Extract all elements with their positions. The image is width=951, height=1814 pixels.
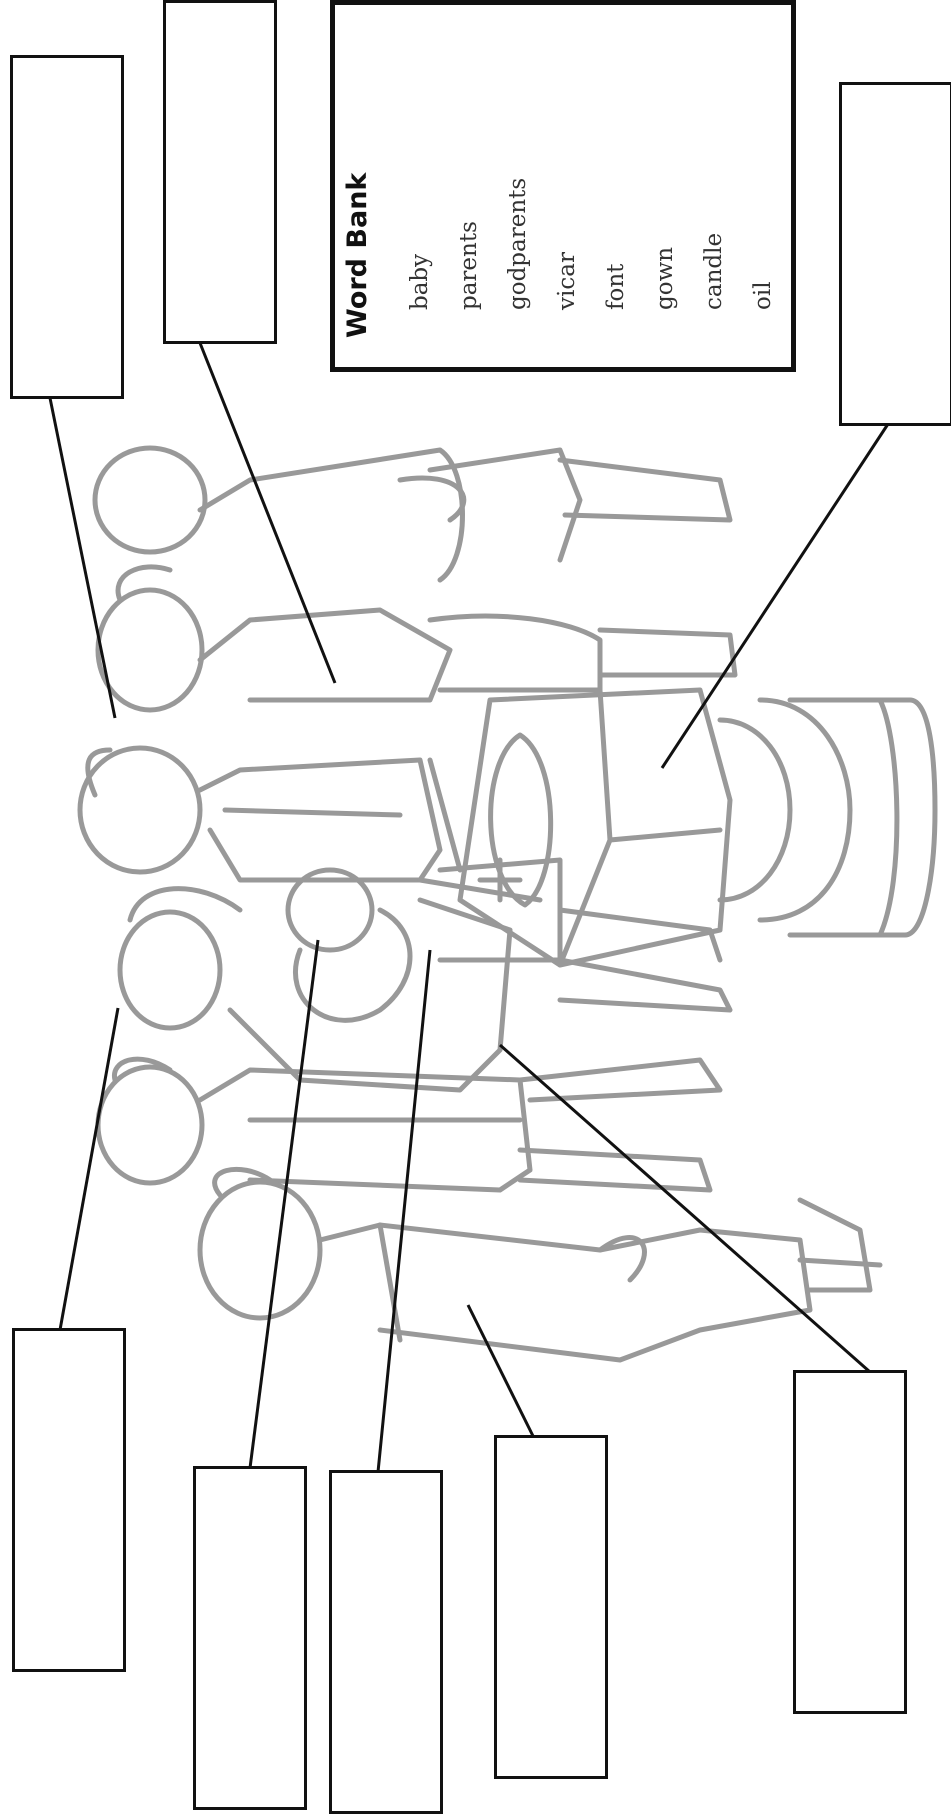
pointer-line-2: [200, 343, 335, 683]
word-item: gown: [641, 0, 690, 372]
label-box-4[interactable]: [12, 1328, 126, 1672]
mother-baby-figure: [120, 860, 730, 1090]
godparent-girls-figures: [95, 448, 735, 710]
label-box-6[interactable]: [329, 1470, 443, 1814]
label-box-3[interactable]: [839, 82, 951, 426]
label-box-7[interactable]: [494, 1435, 608, 1779]
word-item: candle: [690, 0, 739, 372]
label-box-5[interactable]: [193, 1466, 307, 1810]
word-bank: Word Bank baby parents godparents vicar …: [330, 0, 796, 372]
vicar-figure: [200, 1169, 880, 1360]
pointer-line-5: [250, 940, 318, 1468]
word-item: parents: [445, 0, 494, 372]
word-item: vicar: [543, 0, 592, 372]
word-item: godparents: [494, 0, 543, 372]
word-bank-list: baby parents godparents vicar font gown …: [396, 0, 788, 372]
label-box-8[interactable]: [793, 1370, 907, 1714]
word-bank-title: Word Bank: [342, 173, 373, 338]
word-item: baby: [396, 0, 445, 372]
font-illustration: [460, 690, 935, 965]
pointer-line-4: [60, 1008, 118, 1330]
label-box-1[interactable]: [10, 55, 124, 399]
label-box-2[interactable]: [163, 0, 277, 344]
word-item: font: [592, 0, 641, 372]
word-bank-content: Word Bank baby parents godparents vicar …: [330, 0, 796, 372]
pointer-line-7: [468, 1305, 533, 1436]
pointer-line-1: [50, 398, 115, 718]
word-item: oil: [739, 0, 788, 372]
pointer-line-6: [378, 950, 430, 1472]
